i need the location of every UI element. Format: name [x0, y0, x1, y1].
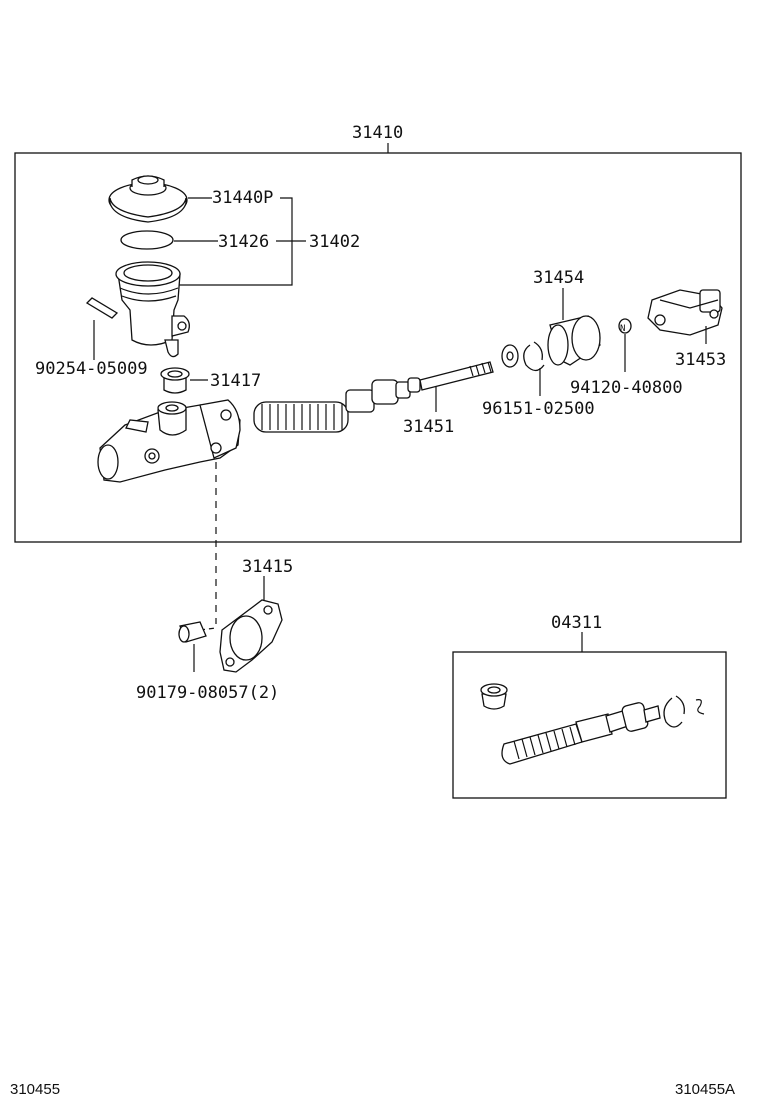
reservoir-group-bracket [176, 197, 306, 286]
nut-marker-letter: N [620, 324, 625, 334]
clevis-nut-marker[interactable]: N [618, 318, 632, 334]
reservoir-cap[interactable] [108, 175, 188, 223]
repair-kit-pin[interactable] [695, 699, 705, 715]
piston[interactable] [345, 377, 421, 413]
repair-kit-snap-ring[interactable] [663, 695, 685, 728]
label-gasket[interactable]: 31426 [218, 232, 269, 252]
master-cylinder-body[interactable] [97, 399, 241, 483]
repair-kit-spring[interactable] [501, 723, 583, 765]
snap-ring[interactable] [523, 341, 545, 372]
repair-kit-frame [452, 632, 727, 799]
label-pin[interactable]: 90254-05009 [35, 359, 148, 379]
assembly-frame [14, 143, 742, 543]
clevis[interactable] [647, 289, 723, 336]
label-repair-kit[interactable]: 04311 [551, 613, 602, 633]
push-rod[interactable] [419, 361, 494, 391]
label-clevis[interactable]: 31453 [675, 350, 726, 370]
label-clevis-nut[interactable]: 94120-40800 [570, 378, 683, 398]
label-snap-ring[interactable]: 96151-02500 [482, 399, 595, 419]
reservoir-body[interactable] [115, 261, 190, 358]
washer[interactable] [501, 344, 519, 368]
grommet[interactable] [160, 367, 190, 394]
footer-left-code: 310455 [10, 1081, 60, 1098]
label-flange-gasket[interactable]: 31415 [242, 557, 293, 577]
boot[interactable] [547, 315, 601, 366]
label-push-rod[interactable]: 31451 [403, 417, 454, 437]
repair-kit-grommet[interactable] [480, 683, 508, 710]
label-assembly[interactable]: 31410 [352, 123, 403, 143]
reservoir-gasket[interactable] [120, 230, 174, 250]
label-grommet[interactable]: 31417 [210, 371, 261, 391]
footer-right-code: 310455A [675, 1081, 735, 1098]
piston-spring[interactable] [253, 401, 349, 433]
pin[interactable] [85, 297, 119, 319]
flange-nut[interactable] [178, 621, 207, 643]
repair-kit-piston[interactable] [575, 702, 661, 743]
flange-gasket[interactable] [219, 599, 283, 673]
label-reservoir-cap[interactable]: 31440P [212, 188, 273, 208]
label-boot[interactable]: 31454 [533, 268, 584, 288]
label-flange-nut[interactable]: 90179-08057(2) [136, 683, 279, 703]
label-reservoir-group[interactable]: 31402 [309, 232, 360, 252]
